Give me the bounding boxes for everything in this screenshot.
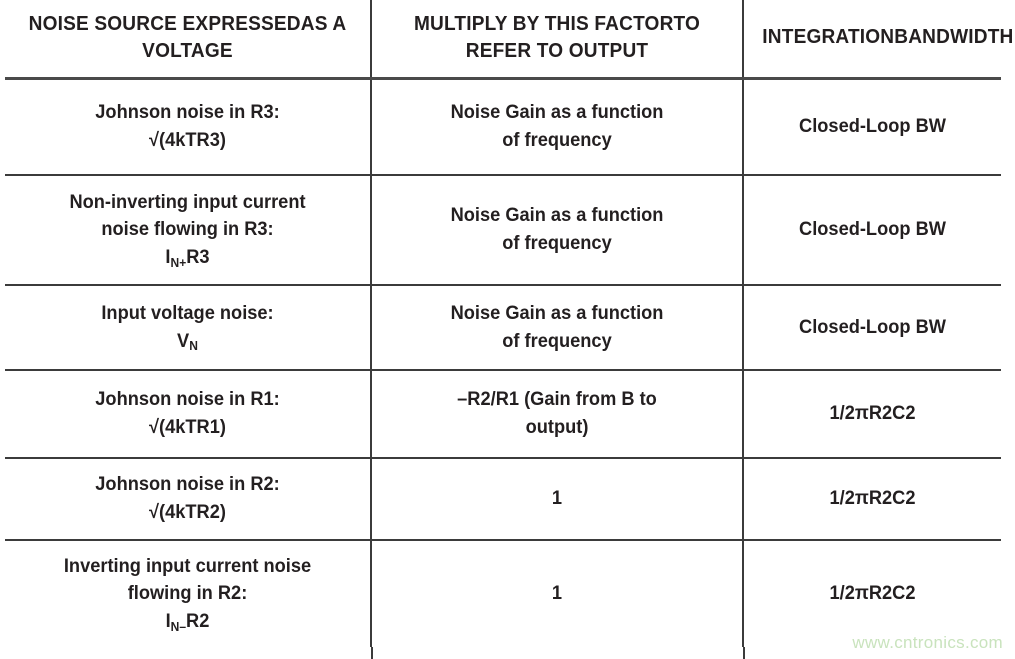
column-header-integration-bandwidth-text: INTEGRATIONBANDWIDTH	[753, 14, 1013, 62]
formula-subscript: N	[189, 339, 198, 354]
multiply-factor-text: Noise Gain as a function of frequency	[379, 290, 734, 365]
table-row: Non-inverting input current noise flowin…	[5, 175, 1001, 286]
integration-bandwidth-text: Closed-Loop BW	[749, 103, 996, 151]
cell-noise-source: Johnson noise in R2: √(4kTR2)	[5, 458, 372, 541]
noise-source-text: Non-inverting input current noise flowin…	[12, 179, 362, 282]
column-header-integration-bandwidth: INTEGRATIONBANDWIDTH	[743, 0, 1013, 80]
column-header-multiply-factor: MULTIPLY BY THIS FACTORTO REFER TO OUTPU…	[371, 0, 744, 80]
column-divider-tail-1	[371, 647, 373, 659]
noise-contributions-table: NOISE SOURCE EXPRESSEDAS A VOLTAGE MULTI…	[5, 0, 1013, 647]
integration-bandwidth-text: Closed-Loop BW	[749, 304, 996, 352]
noise-source-text: Johnson noise in R2: √(4kTR2)	[12, 461, 362, 536]
table-row: Johnson noise in R2: √(4kTR2) 1 1/2πR2C2	[5, 458, 1001, 541]
integration-bandwidth-text: 1/2πR2C2	[749, 570, 996, 618]
formula-line: VN	[24, 328, 351, 356]
text-line: of frequency	[502, 233, 612, 254]
table-header-row: NOISE SOURCE EXPRESSEDAS A VOLTAGE MULTI…	[5, 0, 1013, 80]
column-header-noise-source-text: NOISE SOURCE EXPRESSEDAS A VOLTAGE	[18, 1, 357, 76]
header-line-2: TO REFER TO OUTPUT	[465, 11, 701, 63]
text-line: Inverting input current noise	[63, 555, 312, 577]
text-line: output)	[525, 417, 589, 438]
integration-bandwidth-text: 1/2πR2C2	[749, 390, 996, 438]
header-line-1: NOISE SOURCE EXPRESSED	[28, 11, 301, 35]
multiply-factor-text: –R2/R1 (Gain from B to output)	[379, 376, 734, 451]
header-line-1: MULTIPLY BY THIS FACTOR	[413, 11, 674, 35]
text-line: noise flowing in R3:	[101, 219, 274, 241]
table-row: Inverting input current noise flowing in…	[5, 540, 1001, 647]
cell-noise-source: Non-inverting input current noise flowin…	[5, 175, 372, 286]
noise-source-text: Inverting input current noise flowing in…	[12, 543, 362, 646]
text-line: √(4kTR1)	[149, 417, 226, 438]
cell-integration-bandwidth: Closed-Loop BW	[743, 78, 1001, 176]
text-line: 1/2πR2C2	[829, 403, 916, 425]
cell-noise-source: Johnson noise in R1: √(4kTR1)	[5, 370, 372, 459]
text-line: √(4kTR2)	[149, 502, 226, 523]
text-line: Noise Gain as a function	[450, 302, 664, 324]
formula-operand: R2	[186, 610, 210, 632]
formula-symbol: I	[165, 246, 171, 268]
multiply-factor-text: 1	[379, 475, 734, 523]
cell-multiply-factor: –R2/R1 (Gain from B to output)	[371, 370, 744, 459]
table-row: Johnson noise in R1: √(4kTR1) –R2/R1 (Ga…	[5, 370, 1001, 459]
text-line: Closed-Loop BW	[799, 219, 946, 241]
multiply-factor-text: 1	[379, 570, 734, 618]
text-line: Noise Gain as a function	[450, 102, 664, 124]
text-line: 1/2πR2C2	[829, 583, 916, 605]
text-line: Johnson noise in R2:	[95, 474, 280, 496]
text-line: of frequency	[502, 129, 612, 151]
table-row: Johnson noise in R3: √(4kTR3) Noise Gain…	[5, 78, 1001, 176]
formula-subscript: N–	[170, 619, 187, 634]
cell-integration-bandwidth: Closed-Loop BW	[743, 175, 1001, 286]
cell-noise-source: Johnson noise in R3: √(4kTR3)	[5, 78, 372, 176]
text-line: of frequency	[502, 330, 612, 352]
text-line: –R2/R1 (Gain from B to	[457, 389, 657, 411]
cell-integration-bandwidth: Closed-Loop BW	[743, 285, 1001, 371]
formula-symbol: V	[177, 330, 190, 352]
watermark: www.cntronics.com	[852, 633, 1003, 652]
integration-bandwidth-text: 1/2πR2C2	[749, 475, 996, 523]
formula-symbol: I	[165, 610, 171, 632]
text-line: Non-inverting input current	[69, 191, 306, 213]
multiply-factor-text: Noise Gain as a function of frequency	[379, 192, 734, 267]
cell-multiply-factor: Noise Gain as a function of frequency	[371, 175, 744, 286]
integration-bandwidth-text: Closed-Loop BW	[749, 206, 996, 254]
text-line: Johnson noise in R3:	[95, 102, 280, 124]
header-line-2: AS A VOLTAGE	[142, 11, 347, 63]
noise-source-text: Johnson noise in R1: √(4kTR1)	[12, 376, 362, 451]
table-row: Input voltage noise: VN Noise Gain as a …	[5, 285, 1001, 371]
cell-noise-source: Input voltage noise: VN	[5, 285, 372, 371]
text-line: 1/2πR2C2	[829, 488, 916, 510]
cell-multiply-factor: 1	[371, 540, 744, 647]
text-line: 1	[551, 583, 563, 605]
formula-line: IN–R2	[24, 608, 351, 636]
text-line: flowing in R2:	[127, 583, 248, 605]
text-line: Closed-Loop BW	[799, 316, 946, 338]
cell-multiply-factor: Noise Gain as a function of frequency	[371, 285, 744, 371]
header-line-1: INTEGRATION	[762, 25, 895, 49]
cell-integration-bandwidth: 1/2πR2C2	[743, 370, 1001, 459]
cell-multiply-factor: 1	[371, 458, 744, 541]
cell-noise-source: Inverting input current noise flowing in…	[5, 540, 372, 647]
header-line-2: BANDWIDTH	[894, 25, 1014, 49]
formula-operand: R3	[186, 246, 210, 268]
text-line: Closed-Loop BW	[799, 115, 946, 137]
formula-subscript: N+	[170, 255, 187, 270]
cell-integration-bandwidth: 1/2πR2C2	[743, 458, 1001, 541]
text-line: Noise Gain as a function	[450, 205, 664, 227]
text-line: Input voltage noise:	[101, 302, 274, 324]
noise-source-text: Johnson noise in R3: √(4kTR3)	[12, 89, 362, 164]
column-header-noise-source: NOISE SOURCE EXPRESSEDAS A VOLTAGE	[5, 0, 372, 80]
multiply-factor-text: Noise Gain as a function of frequency	[379, 89, 734, 164]
cell-multiply-factor: Noise Gain as a function of frequency	[371, 78, 744, 176]
cell-integration-bandwidth: 1/2πR2C2	[743, 540, 1001, 647]
noise-source-text: Input voltage noise: VN	[12, 290, 362, 365]
column-divider-tail-2	[743, 647, 745, 659]
formula-line: IN+R3	[24, 244, 351, 272]
text-line: Johnson noise in R1:	[95, 389, 280, 411]
text-line: √(4kTR3)	[149, 129, 226, 151]
column-header-multiply-factor-text: MULTIPLY BY THIS FACTORTO REFER TO OUTPU…	[385, 1, 729, 76]
text-line: 1	[551, 488, 563, 510]
